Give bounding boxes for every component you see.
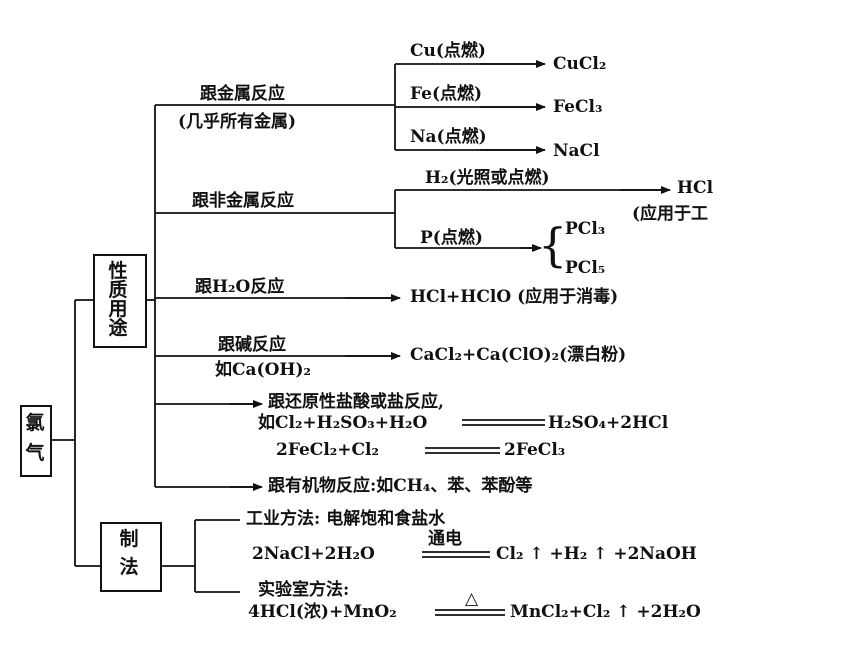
- root-char-2: 气: [25, 442, 45, 464]
- fe-reactant: Fe(点燃): [410, 84, 483, 104]
- preparation-char-1: 制: [119, 528, 139, 550]
- cu-reactant: Cu(点燃): [410, 41, 486, 61]
- properties-char-3: 用: [108, 298, 128, 320]
- pcl3-product: PCl₃: [565, 219, 606, 239]
- pcl5-product: PCl₅: [565, 258, 606, 278]
- industrial-eq-right: Cl₂ ↑ +H₂ ↑ +2NaOH: [496, 544, 697, 564]
- properties-char-2: 质: [108, 279, 128, 301]
- nonmetals-label: 跟非金属反应: [192, 191, 294, 211]
- preparation-char-2: 法: [119, 556, 139, 578]
- reducing-eq2-left: 2FeCl₂+Cl₂: [276, 440, 379, 460]
- reducing-label: 跟还原性盐酸或盐反应,: [268, 392, 444, 412]
- preparation-box: [100, 522, 162, 592]
- base-label: 跟碱反应: [218, 335, 286, 355]
- metals-sublabel: (几乎所有金属): [178, 112, 297, 132]
- lab-eq-right: MnCl₂+Cl₂ ↑ +2H₂O: [510, 602, 701, 622]
- industrial-condition: 通电: [428, 529, 462, 549]
- water-label: 跟H₂O反应: [195, 277, 285, 297]
- base-product: CaCl₂+Ca(ClO)₂(漂白粉): [410, 345, 627, 365]
- metals-label: 跟金属反应: [200, 84, 285, 104]
- properties-box: [93, 254, 147, 348]
- na-product: NaCl: [553, 141, 600, 161]
- root-box: [20, 405, 52, 477]
- reducing-eq1-left: 如Cl₂+H₂SO₃+H₂O: [258, 413, 428, 433]
- industrial-eq-left: 2NaCl+2H₂O: [252, 544, 375, 564]
- hcl-product: HCl: [677, 178, 714, 198]
- p-reactant: P(点燃): [420, 228, 483, 248]
- fe-product: FeCl₃: [553, 97, 603, 117]
- lab-label: 实验室方法:: [258, 580, 350, 600]
- h2-reactant: H₂(光照或点燃): [425, 168, 550, 188]
- cu-product: CuCl₂: [553, 54, 607, 74]
- lab-eq-left: 4HCl(浓)+MnO₂: [248, 602, 397, 622]
- pcl-brace: {: [538, 218, 568, 272]
- hcl-use: (应用于工: [632, 204, 709, 224]
- organic-label: 跟有机物反应:如CH₄、苯、苯酚等: [268, 476, 533, 496]
- reducing-eq1-right: H₂SO₄+2HCl: [548, 413, 669, 433]
- base-sublabel: 如Ca(OH)₂: [215, 360, 311, 380]
- properties-char-4: 途: [108, 317, 128, 339]
- properties-char-1: 性: [108, 260, 128, 282]
- water-product: HCl+HClO (应用于消毒): [410, 287, 619, 307]
- industrial-label: 工业方法: 电解饱和食盐水: [246, 509, 446, 529]
- lab-condition: △: [465, 589, 479, 609]
- na-reactant: Na(点燃): [410, 127, 487, 147]
- root-char-1: 氯: [25, 412, 45, 434]
- reducing-eq2-right: 2FeCl₃: [504, 440, 566, 460]
